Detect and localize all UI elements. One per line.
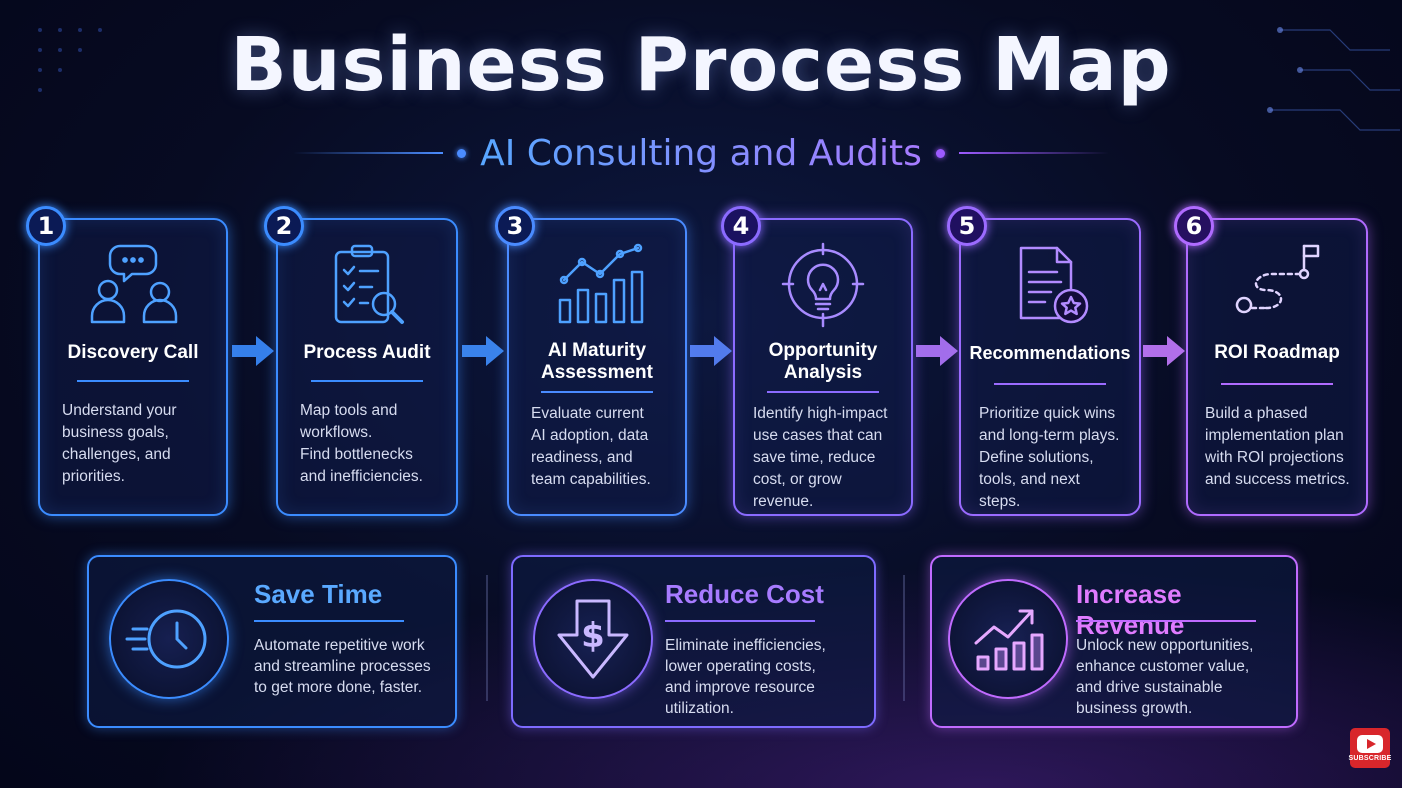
benefit-card-save-time: Save Time Automate repetitive work and s… (87, 555, 457, 728)
step-divider (767, 391, 879, 393)
benefit-icon-circle: $ (533, 579, 653, 699)
growth-chart-icon (974, 609, 1044, 671)
flow-arrow-2-3 (462, 336, 504, 366)
benefit-description: Eliminate inefficiencies, lower operatin… (665, 637, 826, 717)
page-title: Business Process Map (230, 22, 1172, 108)
lightbulb-target-icon (781, 242, 865, 328)
step-card-recommendations: 5 Recommendations Prioritize quick wins … (947, 206, 1141, 516)
step-card-process-audit: 2 Process Audit Map tools and workflows.… (264, 206, 458, 516)
step-title: Opportunity Analysis (768, 340, 878, 383)
flow-arrow-3-4 (690, 336, 732, 366)
step-divider (541, 391, 653, 393)
step-number-badge: 2 (264, 206, 304, 246)
svg-text:$: $ (581, 616, 605, 656)
step-description: Identify high-impact use cases that can … (753, 405, 888, 510)
document-star-icon (1019, 246, 1089, 324)
step-description: Prioritize quick wins and long-term play… (979, 405, 1120, 510)
step-divider (1221, 383, 1333, 385)
dollar-down-arrow-icon: $ (557, 599, 629, 679)
bar-chart-trend-icon (558, 243, 644, 324)
flow-arrow-1-2 (232, 336, 274, 366)
benefit-divider (1076, 620, 1256, 622)
step-divider (994, 383, 1106, 385)
step-title: AI Maturity Assessment (541, 340, 653, 383)
step-number-badge: 5 (947, 206, 987, 246)
step-card-discovery-call: 1 Discovery Call Understand your busines… (26, 206, 228, 516)
step-divider (77, 380, 189, 382)
step-number-badge: 4 (721, 206, 761, 246)
subtitle-dot-right (935, 148, 945, 158)
step-card-opportunity-analysis: 4 Opportunity Analysis Identify high-imp… (721, 206, 913, 516)
decorative-circuit-right (1267, 27, 1400, 131)
benefit-card-increase-revenue: Increase Revenue Unlock new opportunitie… (930, 555, 1298, 728)
step-description: Evaluate current AI adoption, data readi… (531, 405, 651, 488)
page-subtitle: AI Consulting and Audits (480, 132, 922, 174)
benefit-description: Automate repetitive work and streamline … (254, 637, 431, 696)
benefit-divider (665, 620, 815, 622)
step-title: Process Audit (303, 342, 431, 363)
benefit-title: Save Time (254, 579, 383, 609)
benefit-divider (254, 620, 404, 622)
benefit-separator-1 (486, 575, 488, 701)
benefit-description: Unlock new opportunities, enhance custom… (1076, 637, 1254, 717)
step-title: Recommendations (969, 343, 1131, 363)
flow-arrow-4-5 (916, 336, 958, 366)
step-title: ROI Roadmap (1214, 342, 1340, 363)
benefit-title: Increase Revenue (1076, 579, 1185, 640)
decorative-dots-left (38, 28, 102, 92)
clock-speed-icon (125, 609, 207, 669)
subtitle-dot-left (457, 148, 467, 158)
subtitle-line-left (293, 152, 444, 154)
step-title: Discovery Call (67, 342, 199, 363)
subscribe-label: SUBSCRIBE (1348, 754, 1392, 762)
chat-people-icon (90, 244, 178, 324)
benefit-title: Reduce Cost (665, 579, 824, 609)
subscribe-button[interactable]: SUBSCRIBE (1348, 728, 1392, 768)
youtube-play-icon (1357, 734, 1383, 753)
step-divider (311, 380, 423, 382)
benefit-icon-circle (948, 579, 1068, 699)
step-description: Build a phased implementation plan with … (1205, 405, 1350, 488)
benefit-separator-2 (903, 575, 905, 701)
step-number-badge: 1 (26, 206, 66, 246)
benefit-card-reduce-cost: $ Reduce Cost Eliminate inefficiencies, … (511, 555, 876, 728)
subtitle-row: AI Consulting and Audits (0, 130, 1402, 176)
step-number-badge: 3 (495, 206, 535, 246)
step-description: Map tools and workflows. Find bottleneck… (300, 402, 423, 485)
clipboard-search-icon (334, 244, 404, 324)
step-card-roi-roadmap: 6 ROI Roadmap Build a phased implementat… (1174, 206, 1368, 516)
flow-arrow-5-6 (1143, 336, 1185, 366)
step-description: Understand your business goals, challeng… (62, 402, 177, 485)
benefit-icon-circle (109, 579, 229, 699)
route-flag-icon (1235, 244, 1320, 314)
step-card-ai-maturity-assessment: 3 AI Maturity Assessment Evaluate curren… (495, 206, 687, 516)
subtitle-line-right (958, 152, 1109, 154)
step-number-badge: 6 (1174, 206, 1214, 246)
